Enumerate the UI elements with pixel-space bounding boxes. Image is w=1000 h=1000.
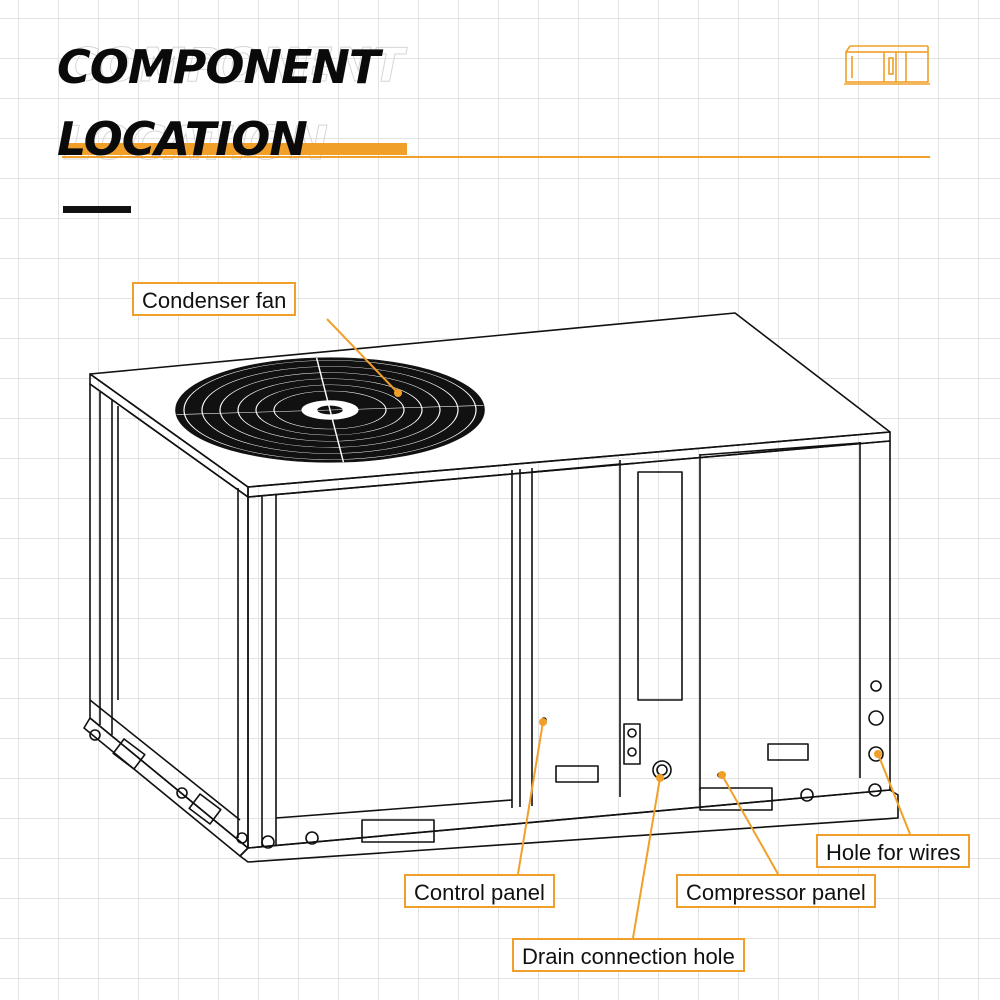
leader-condenser-fan [326,318,399,394]
label-condenser-fan: Condenser fan [132,282,297,316]
label-hole-for-wires: Hole for wires [816,834,971,868]
label-drain-connection-hole: Drain connection hole [512,938,745,972]
leader-lines [326,318,911,939]
title-rule [62,156,930,158]
marker-control-panel [539,718,547,726]
condenser-fan-icon [175,357,485,463]
unit-base-rail [83,717,899,863]
unit-front-face [247,440,891,849]
title-block: COMPONENT LOCATION COMPONENT LOCATION [55,38,555,178]
leader-control-panel [517,721,544,875]
marker-hole-for-wires [874,750,882,758]
marker-compressor-panel [718,771,726,779]
page-title-line1: COMPONENT [57,40,380,94]
marker-drain-hole [656,774,664,782]
leader-hole-for-wires [877,753,911,835]
label-compressor-panel: Compressor panel [676,874,876,908]
leader-drain-hole [632,777,661,939]
unit-outline-icon [844,45,930,85]
leader-compressor-panel [721,774,779,875]
accent-short-bar [63,206,131,213]
label-control-panel: Control panel [404,874,555,908]
page-title-line2: LOCATION [57,112,308,166]
title-ghost-line1: COMPONENT [64,38,406,93]
title-highlight-bar [62,143,407,155]
marker-condenser-fan [394,389,402,397]
